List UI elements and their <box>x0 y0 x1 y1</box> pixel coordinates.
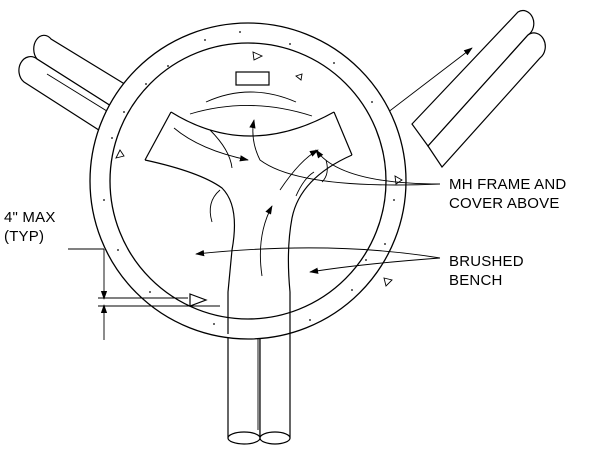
wall-triangle-dimension <box>189 293 208 307</box>
wall-triangle-top <box>252 51 264 61</box>
label-bench-line2: BENCH <box>449 272 503 289</box>
label-brushed-bench: BRUSHED BENCH <box>449 252 524 290</box>
label-4in-max-typ: 4" MAX (TYP) <box>4 208 56 246</box>
label-4in-max-line1: 4" MAX <box>4 209 56 226</box>
pipe-penetrations <box>144 111 353 334</box>
dimension-4in-max <box>68 248 220 340</box>
outlet-pipe-right <box>369 9 546 168</box>
wall-triangle-lower-right <box>383 277 393 287</box>
manhole-wall <box>89 22 407 340</box>
mh-frame-cover <box>235 71 270 86</box>
leader-bench <box>195 247 441 274</box>
bench-channel <box>144 71 353 293</box>
wall-triangle-inner <box>295 73 303 81</box>
label-mh-frame-line1: MH FRAME AND <box>449 176 567 193</box>
label-4in-max-line2: (TYP) <box>4 228 45 245</box>
label-mh-frame-cover: MH FRAME AND COVER ABOVE <box>449 175 566 213</box>
label-mh-frame-line2: COVER ABOVE <box>449 195 560 212</box>
bench-flow-arrows <box>173 91 328 277</box>
wall-triangle-left <box>115 149 125 159</box>
leader-frame-cover <box>249 119 441 186</box>
concrete-stipple <box>103 31 395 325</box>
label-bench-line1: BRUSHED <box>449 253 524 270</box>
